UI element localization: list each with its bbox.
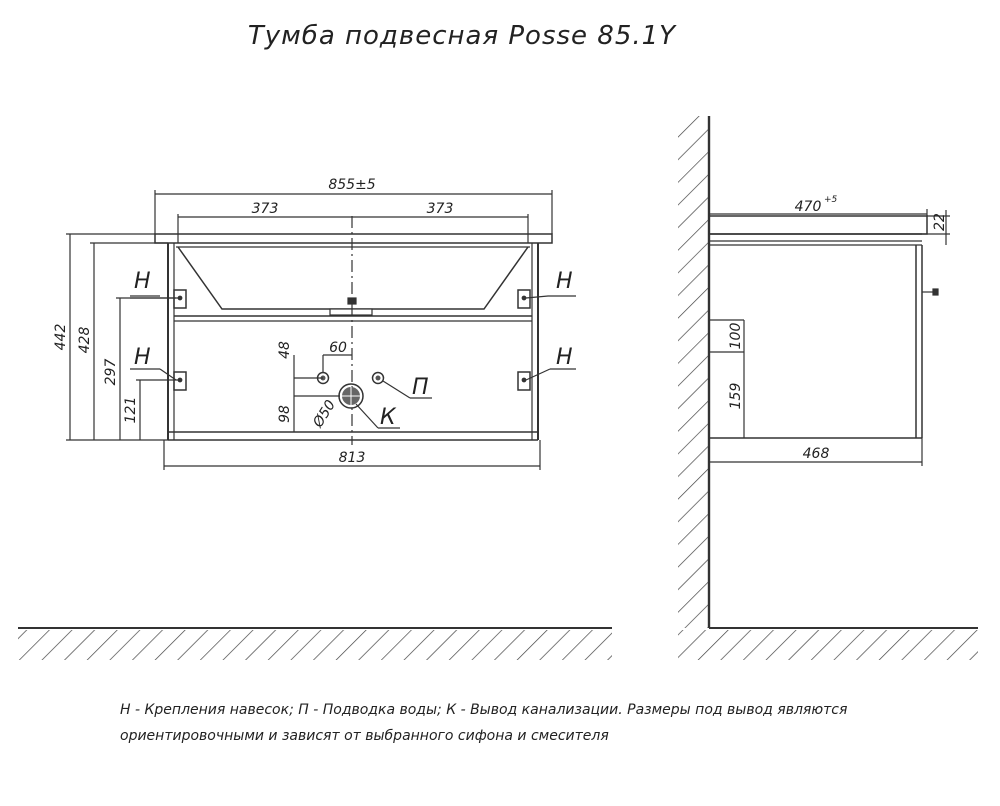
dim-water-x: 60	[329, 340, 347, 356]
floor-hatch-front	[18, 630, 612, 660]
dim-height-total: 442	[53, 324, 69, 351]
dim-half-left: 373	[252, 201, 279, 217]
dim-height-body: 428	[77, 327, 93, 354]
dim-top-thickness: 22	[932, 213, 948, 231]
wall-hatch	[678, 116, 708, 628]
side-countertop	[708, 215, 928, 235]
side-view	[678, 116, 950, 628]
legend-line-2: ориентировочными и зависят от выбранного…	[120, 728, 609, 744]
dim-mount-upper: 297	[103, 359, 119, 386]
mount-bracket-icon	[173, 371, 187, 391]
dim-bottom-width: 813	[339, 450, 366, 466]
dim-depth-top: 470	[795, 199, 822, 215]
legend-line-1: Н - Крепления навесок; П - Подводка воды…	[120, 702, 848, 718]
dim-depth-bottom: 468	[803, 446, 830, 462]
dim-total-width: 855±5	[328, 177, 375, 193]
label-water-supply: П	[412, 375, 429, 400]
dim-half-right: 373	[427, 201, 454, 217]
label-mount-bottom-right: Н	[556, 345, 573, 370]
label-mount-top-right: Н	[556, 269, 573, 294]
dim-drain-height: 98	[277, 405, 293, 423]
label-drain: К	[380, 405, 397, 430]
water-supply-icon	[371, 371, 385, 385]
handle-icon	[932, 288, 939, 296]
mount-bracket-icon	[517, 289, 531, 309]
dim-depth-top-tolerance: +5	[824, 195, 838, 205]
dim-zone-upper: 100	[728, 323, 744, 350]
dim-zone-lower: 159	[728, 383, 744, 410]
front-countertop	[154, 233, 553, 244]
front-view	[66, 190, 576, 470]
label-mount-top-left: Н	[134, 269, 151, 294]
label-mount-bottom-left: Н	[134, 345, 151, 370]
dim-water-y: 48	[277, 341, 293, 359]
dim-mount-lower: 121	[123, 397, 139, 424]
mount-bracket-icon	[517, 371, 531, 391]
dim-drain-diameter: Ø50	[310, 397, 339, 431]
mount-bracket-icon	[173, 289, 187, 309]
floor-hatch-side	[678, 630, 978, 660]
drawing-title: Тумба подвесная Posse 85.1Y	[248, 21, 677, 51]
